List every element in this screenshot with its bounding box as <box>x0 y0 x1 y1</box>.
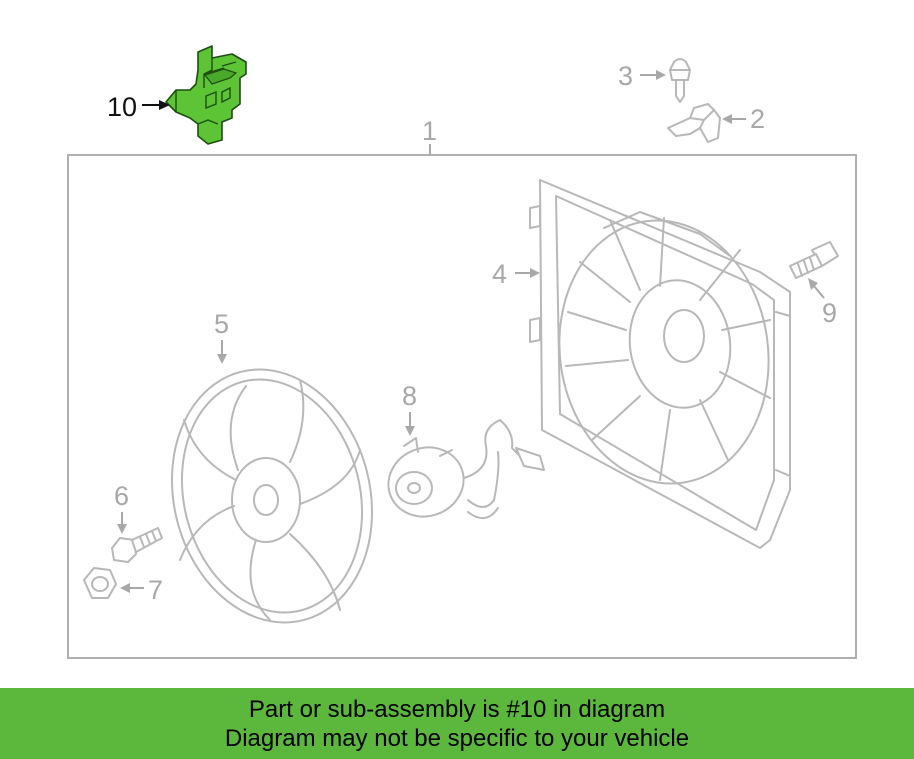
callout-8: 8 <box>402 381 417 436</box>
part-1-assembly-frame <box>67 154 857 659</box>
callout-7-label: 7 <box>148 575 163 605</box>
part-8-motor <box>387 419 545 519</box>
part-7-nut <box>83 567 117 599</box>
callout-4-label: 4 <box>492 259 507 289</box>
info-banner: Part or sub-assembly is #10 in diagram D… <box>0 688 914 759</box>
part-9-screw <box>789 241 839 279</box>
callout-6-label: 6 <box>114 481 129 511</box>
callout-7: 7 <box>120 575 163 605</box>
callout-10: 10 <box>107 92 170 122</box>
callout-3-label: 3 <box>618 61 633 91</box>
part-2-clip <box>667 103 721 143</box>
part-6-bolt <box>111 527 163 563</box>
part-4-fan-shroud <box>529 179 791 549</box>
callout-5-label: 5 <box>214 309 229 339</box>
callout-9: 9 <box>808 278 837 328</box>
callout-1: 1 <box>422 116 437 155</box>
callout-9-label: 9 <box>822 298 837 328</box>
parts-diagram: 10 3 2 1 4 <box>67 45 857 659</box>
callout-10-arrowhead <box>159 100 170 110</box>
callout-2-label: 2 <box>750 104 765 134</box>
callout-2: 2 <box>722 104 765 134</box>
callout-10-label: 10 <box>107 92 137 122</box>
banner-line-1: Part or sub-assembly is #10 in diagram <box>248 696 666 723</box>
callout-8-label: 8 <box>402 381 417 411</box>
callout-1-label: 1 <box>422 116 437 146</box>
part-10-bracket[interactable] <box>165 45 247 145</box>
callout-3: 3 <box>618 61 666 91</box>
banner-line-2: Diagram may not be specific to your vehi… <box>224 725 690 752</box>
part-5-fan <box>170 368 374 624</box>
callout-6: 6 <box>114 481 129 534</box>
callout-4: 4 <box>492 259 540 289</box>
callout-5: 5 <box>214 309 229 364</box>
part-3-pin <box>669 58 691 103</box>
